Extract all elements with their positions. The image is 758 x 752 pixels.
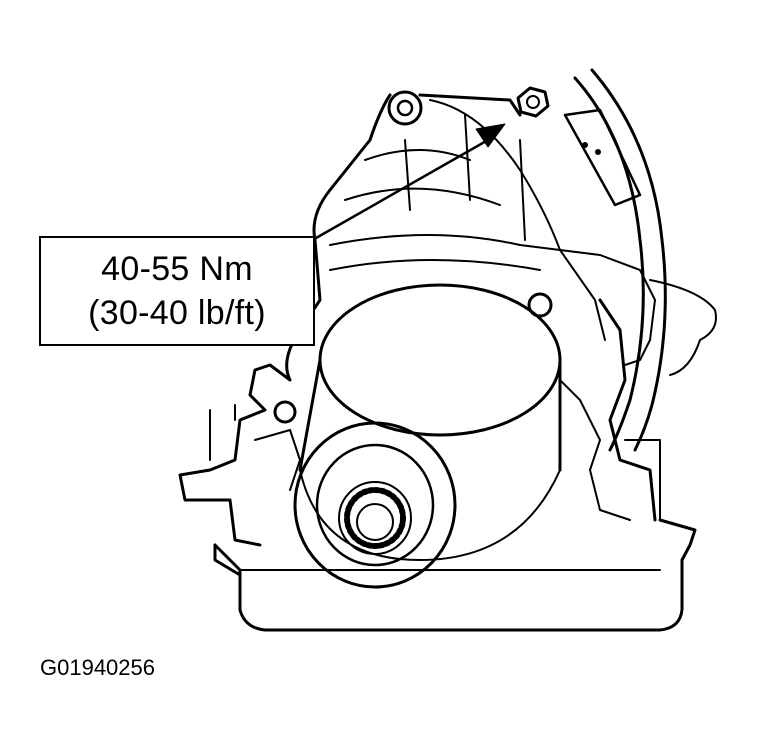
torque-value-lbft: (30-40 lb/ft): [88, 294, 266, 332]
converter-housing: [298, 283, 562, 561]
torque-value-nm: 40-55 Nm: [101, 250, 253, 288]
mounting-ear-top: [387, 90, 423, 126]
oil-pan: [213, 518, 697, 632]
bolt-icon: [516, 86, 550, 118]
output-flange: [293, 421, 457, 589]
figure-code: G01940256: [40, 655, 155, 680]
mounting-ear-side: [273, 292, 553, 424]
arrow-icon: [314, 123, 506, 240]
dipstick-tube: [563, 68, 667, 452]
transmission-housing: [178, 93, 717, 547]
torque-callout-box: 40-55 Nm (30-40 lb/ft): [39, 236, 315, 346]
